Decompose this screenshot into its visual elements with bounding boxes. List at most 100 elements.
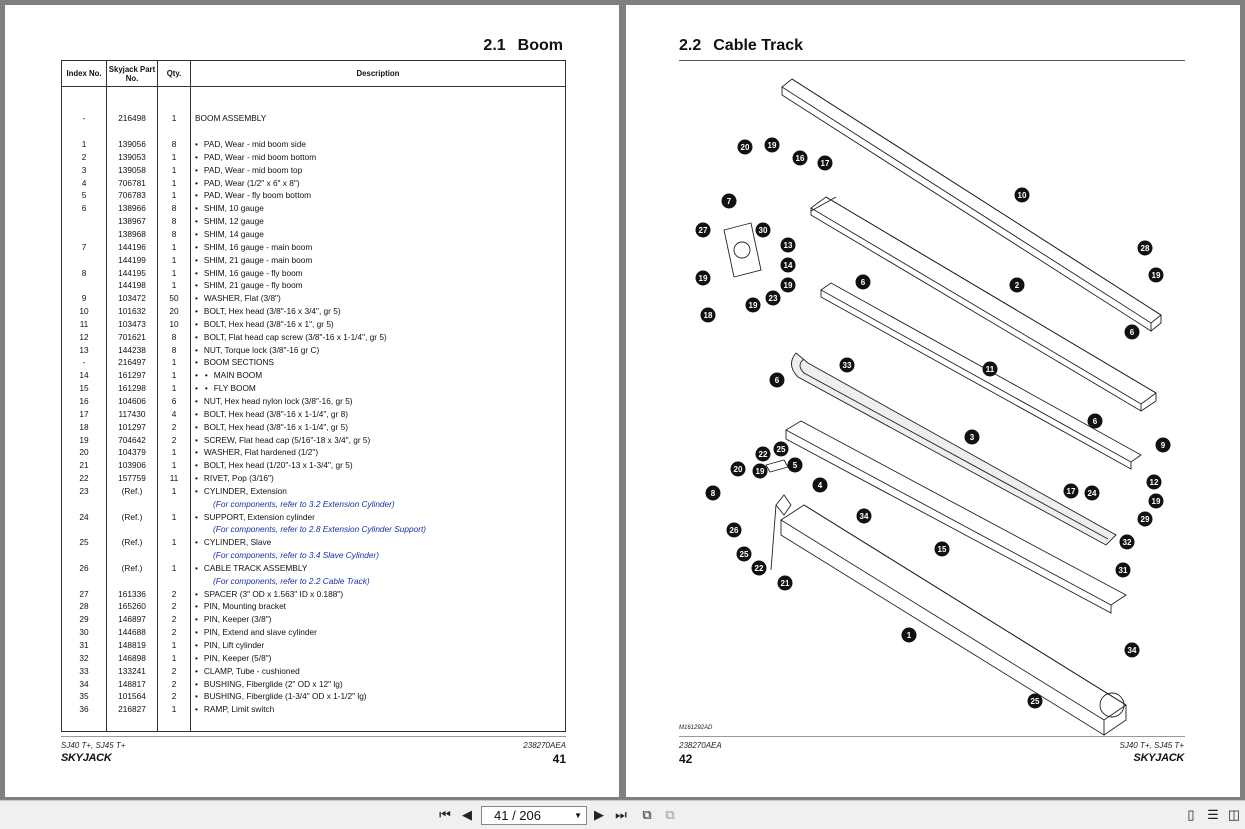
table-row: 301446882PIN, Extend and slave cylinder [61,625,566,639]
callout-label: 28 [1141,244,1150,253]
callout-label: 20 [741,143,750,152]
callout-bubble [721,193,737,209]
callout-bubble [751,560,767,576]
table-row: 341488172BUSHING, Fiberglide (2" OD x 12… [61,677,566,690]
table-row: 1441981SHIM, 21 gauge - fly boom [61,278,566,292]
cell-qty: 2 [157,625,191,639]
fit-page-icon[interactable]: ⧉ [642,807,652,822]
footer-model: SJ40 T+, SJ45 T+ [61,741,126,750]
header-part: Skyjack Part No. [106,60,158,87]
callout-bubble [755,222,771,238]
table-row: 61389668SHIM, 10 gauge [61,201,566,215]
cell-description: CYLINDER, Extension [190,484,566,498]
cell-qty: 1 [157,253,191,267]
description-text: SHIM, 16 gauge - main boom [195,242,312,252]
callout-bubble [752,463,768,479]
table-row: 151612981FLY BOOM [61,381,566,395]
callout-3: 3 [964,429,980,445]
table-row: 271613362SPACER (3" OD x 1.563" ID x 0.1… [61,587,566,601]
cell-description: NUT, Hex head nylon lock (3/8"-16, gr 5) [190,394,566,408]
cell-part-number: 216497 [106,356,158,369]
cell-qty: 8 [157,227,191,241]
callout-31: 31 [1115,562,1131,578]
description-text: (For components, refer to 2.8 Extension … [213,524,427,535]
callout-bubble [780,277,796,293]
table-row: 141612971MAIN BOOM [61,368,566,382]
cell-part-number: 139058 [106,163,158,177]
cell-index: 21 [61,458,107,472]
callout-23: 23 [765,290,781,306]
callout-24: 24 [1084,485,1100,501]
cell-part-number: 103473 [106,317,158,331]
cell-description: BOLT, Flat head cap screw (3/8"-16 x 1-1… [190,330,566,344]
cell-index: 12 [61,330,107,344]
table-row: 25(Ref.)1CYLINDER, Slave [61,535,566,549]
callout-label: 32 [1123,538,1132,547]
table-row: 21390531PAD, Wear - mid boom bottom [61,150,566,164]
first-page-icon[interactable]: ⏮ [439,807,451,822]
cell-description: CABLE TRACK ASSEMBLY [190,561,566,575]
callout-bubble [1146,474,1162,490]
callout-label: 34 [860,512,869,521]
spacer-row [61,86,566,112]
table-row: 71441961SHIM, 16 gauge - main boom [61,240,566,254]
callout-32: 32 [1119,534,1135,550]
pdf-toolbar: ⏮ ◀ 41 / 206 ▼ ▶ ⏭ ⧉ ⧉ ▯ ☰ ◫ [0,800,1245,829]
cell-qty: 1 [157,266,191,279]
description-text: BUSHING, Fiberglide (1-3/4" OD x 1-1/2" … [195,691,367,701]
next-page-icon[interactable]: ▶ [594,807,604,822]
callout-34: 34 [1124,642,1140,658]
cell-description: CYLINDER, Slave [190,535,566,549]
cell-index: 6 [61,201,107,215]
callout-bubble [1137,511,1153,527]
callout-17: 17 [817,155,833,171]
cell-qty: 8 [157,214,191,228]
callout-bubble [1155,437,1171,453]
callout-label: 25 [777,445,786,454]
description-text: PAD, Wear - mid boom top [195,165,302,175]
footer-model-right: SJ40 T+, SJ45 T+ [1119,741,1184,750]
callout-10: 10 [1014,187,1030,203]
description-text: BOLT, Hex head (3/8"-16 x 1", gr 5) [195,319,334,329]
cell-index: 19 [61,433,107,446]
cell-qty: 1 [157,189,191,202]
cell-description: SHIM, 16 gauge - main boom [190,240,566,254]
description-text: WASHER, Flat (3/8") [195,293,281,303]
callout-label: 4 [818,481,823,490]
previous-page-icon[interactable]: ◀ [462,807,472,822]
cell-description: (For components, refer to 3.4 Slave Cyli… [190,548,566,562]
cell-part-number: 144198 [106,278,158,292]
description-text: CYLINDER, Slave [195,537,271,547]
two-page-view-icon[interactable]: ◫ [1227,807,1241,822]
cell-index: - [61,356,107,369]
description-text: PAD, Wear - mid boom side [195,139,306,149]
cell-qty: 1 [157,381,191,395]
single-page-view-icon[interactable]: ▯ [1187,807,1195,822]
last-page-icon[interactable]: ⏭ [615,807,627,822]
cell-part-number: 139056 [106,137,158,151]
cell-qty: 8 [157,137,191,151]
description-text: SUPPORT, Extension cylinder [195,512,315,522]
page-number-select[interactable]: 41 / 206 ▼ [481,806,587,825]
cell-part-number: 704642 [106,433,158,446]
cell-description: RAMP, Limit switch [190,702,566,716]
callout-bubble [745,297,761,313]
continuous-view-icon[interactable]: ☰ [1207,807,1219,822]
callout-label: 20 [734,465,743,474]
header-description: Description [190,60,566,87]
table-row: 131442388NUT, Torque lock (3/8"-16 gr C) [61,343,566,357]
callout-label: 10 [1018,191,1027,200]
callout-bubble [737,139,753,155]
cell-index: 5 [61,189,107,202]
callout-bubble [964,429,980,445]
cell-qty: 2 [157,600,191,613]
callout-14: 14 [780,257,796,273]
table-row: 11390568PAD, Wear - mid boom side [61,137,566,151]
table-row: 1389688SHIM, 14 gauge [61,227,566,241]
cell-part-number: 144688 [106,625,158,639]
callout-bubble [705,485,721,501]
fit-width-icon[interactable]: ⧉ [665,807,675,822]
cell-index: 13 [61,343,107,357]
cell-part-number: 138968 [106,227,158,241]
